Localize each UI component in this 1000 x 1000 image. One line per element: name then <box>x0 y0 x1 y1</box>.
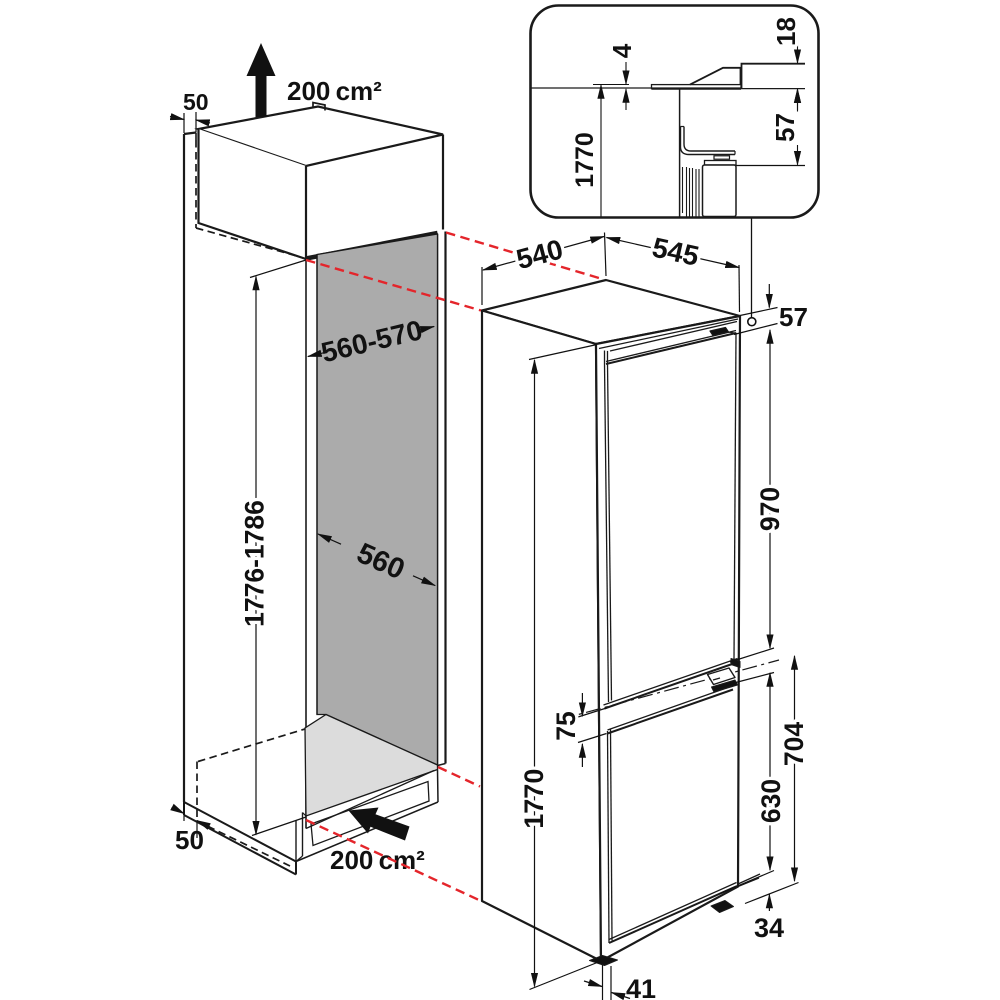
svg-text:1770: 1770 <box>571 132 599 188</box>
svg-text:704: 704 <box>779 722 809 766</box>
svg-text:1770: 1770 <box>519 769 549 829</box>
svg-text:630: 630 <box>756 779 786 823</box>
svg-text:4: 4 <box>607 43 637 58</box>
svg-text:200 cm²: 200 cm² <box>287 76 382 106</box>
svg-text:18: 18 <box>771 17 801 46</box>
svg-text:50: 50 <box>183 89 209 115</box>
svg-text:200 cm²: 200 cm² <box>330 845 425 875</box>
svg-text:50: 50 <box>175 825 204 855</box>
svg-text:970: 970 <box>755 487 785 531</box>
svg-text:57: 57 <box>770 113 800 142</box>
svg-text:34: 34 <box>754 913 784 943</box>
svg-text:41: 41 <box>626 974 656 1000</box>
svg-text:75: 75 <box>551 711 581 740</box>
svg-text:1776-1786: 1776-1786 <box>240 500 270 627</box>
svg-text:57: 57 <box>779 302 808 332</box>
